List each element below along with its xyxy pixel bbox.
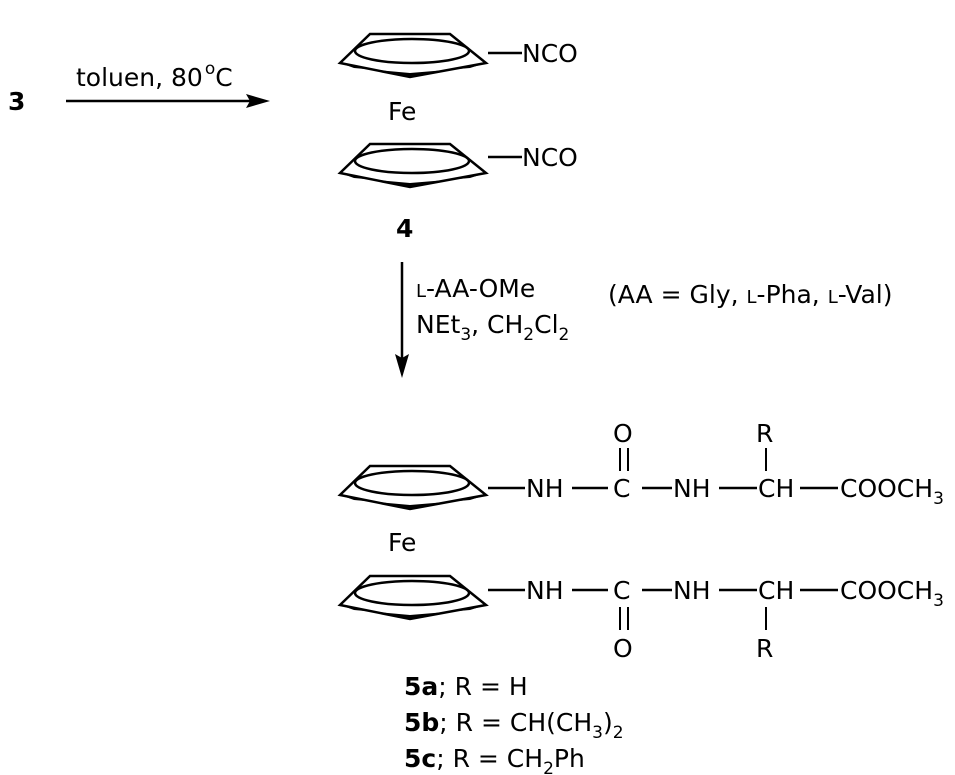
fe-label-5: Fe [388,528,416,557]
r-bottom: R [756,634,773,663]
variant-5a: 5a; R = H [404,672,528,701]
c-top: C [613,474,630,503]
variant-5b: 5b; R = CH(CH3)2 [404,708,624,743]
ester-top: COOCH3 [840,474,944,509]
cp-ring-bottom [338,142,488,189]
r-top: R [756,419,773,448]
o-top: O [613,419,633,448]
nh-top-1: NH [526,474,564,503]
top-urea-chain: NH C O NH CH R COOCH3 [488,419,944,509]
cp-ring-top [338,32,488,79]
step2-reagent: L-AA-OMe [416,274,535,303]
nco-top: NCO [522,39,578,68]
bottom-urea-chain: NH C O NH CH R COOCH3 [488,576,944,663]
fe-label-4: Fe [388,97,416,126]
product-5: Fe NH C O NH CH R COOCH3 NH C [338,419,944,663]
nco-bottom: NCO [522,143,578,172]
nh-bottom-1: NH [526,576,564,605]
o-bottom: O [613,634,633,663]
nh-top-2: NH [673,474,711,503]
step2-base-solvent: NEt3, CH2Cl2 [416,310,569,345]
ch-bottom: CH [758,576,794,605]
compound-4-label: 4 [396,214,413,243]
ester-bottom: COOCH3 [840,576,944,611]
ch-top: CH [758,474,794,503]
cp-ring-top-5 [338,464,488,511]
cp-ring-bottom-5 [338,574,488,621]
compound-3-label: 3 [8,87,25,116]
step1-arrow [66,94,270,108]
nh-bottom-2: NH [673,576,711,605]
c-bottom: C [613,576,630,605]
step2-arrow [395,262,409,378]
step2-aa-note: (AA = Gly, L-Pha, L-Val) [608,280,892,309]
ferrocene-4: NCO Fe NCO [338,32,578,189]
variant-5c: 5c; R = CH2Ph [404,744,585,775]
